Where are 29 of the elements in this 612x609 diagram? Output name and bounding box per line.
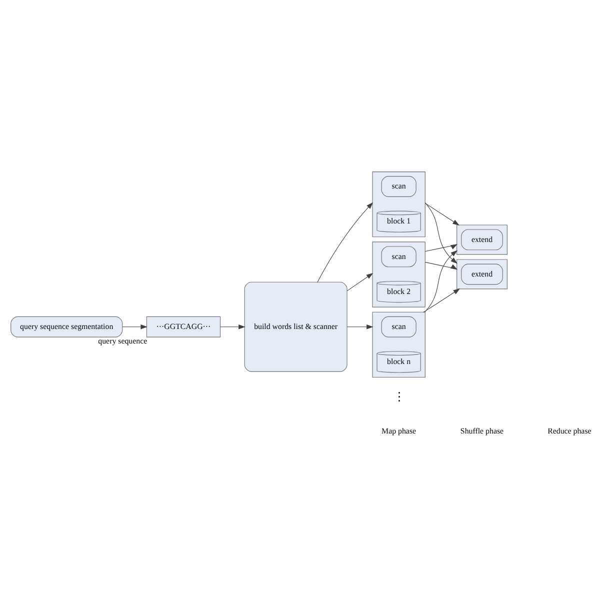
node-box: scan: [381, 316, 416, 338]
node-box: scan: [381, 246, 416, 268]
cluster: [372, 172, 426, 238]
arrow: [346, 324, 374, 330]
label: Shuffle phase: [460, 426, 504, 436]
node-box: build words list & scanner: [244, 282, 348, 372]
cluster: [456, 224, 508, 255]
node-box: extend: [461, 229, 503, 250]
arrow: [424, 250, 458, 312]
node-box: ···GGTCAGG···: [146, 316, 221, 338]
arrow: [346, 272, 374, 292]
cluster: [372, 312, 426, 378]
cluster: [372, 242, 426, 308]
node-box: extend: [461, 264, 503, 285]
arrow: [424, 244, 458, 252]
arrow: [220, 324, 246, 330]
label: ⋮: [393, 390, 404, 403]
arrow: [122, 324, 148, 330]
node-box: scan: [381, 176, 416, 197]
node-box: query sequence segmentation: [10, 316, 123, 338]
arrow: [317, 202, 374, 282]
label: Map phase: [382, 426, 416, 436]
label: Reduce phase: [548, 426, 592, 436]
arrow: [424, 262, 458, 270]
arrow: [424, 202, 460, 226]
arrow: [423, 288, 460, 312]
arrow: [424, 202, 458, 264]
node-label: query sequence: [98, 336, 148, 346]
cluster: [456, 259, 508, 290]
